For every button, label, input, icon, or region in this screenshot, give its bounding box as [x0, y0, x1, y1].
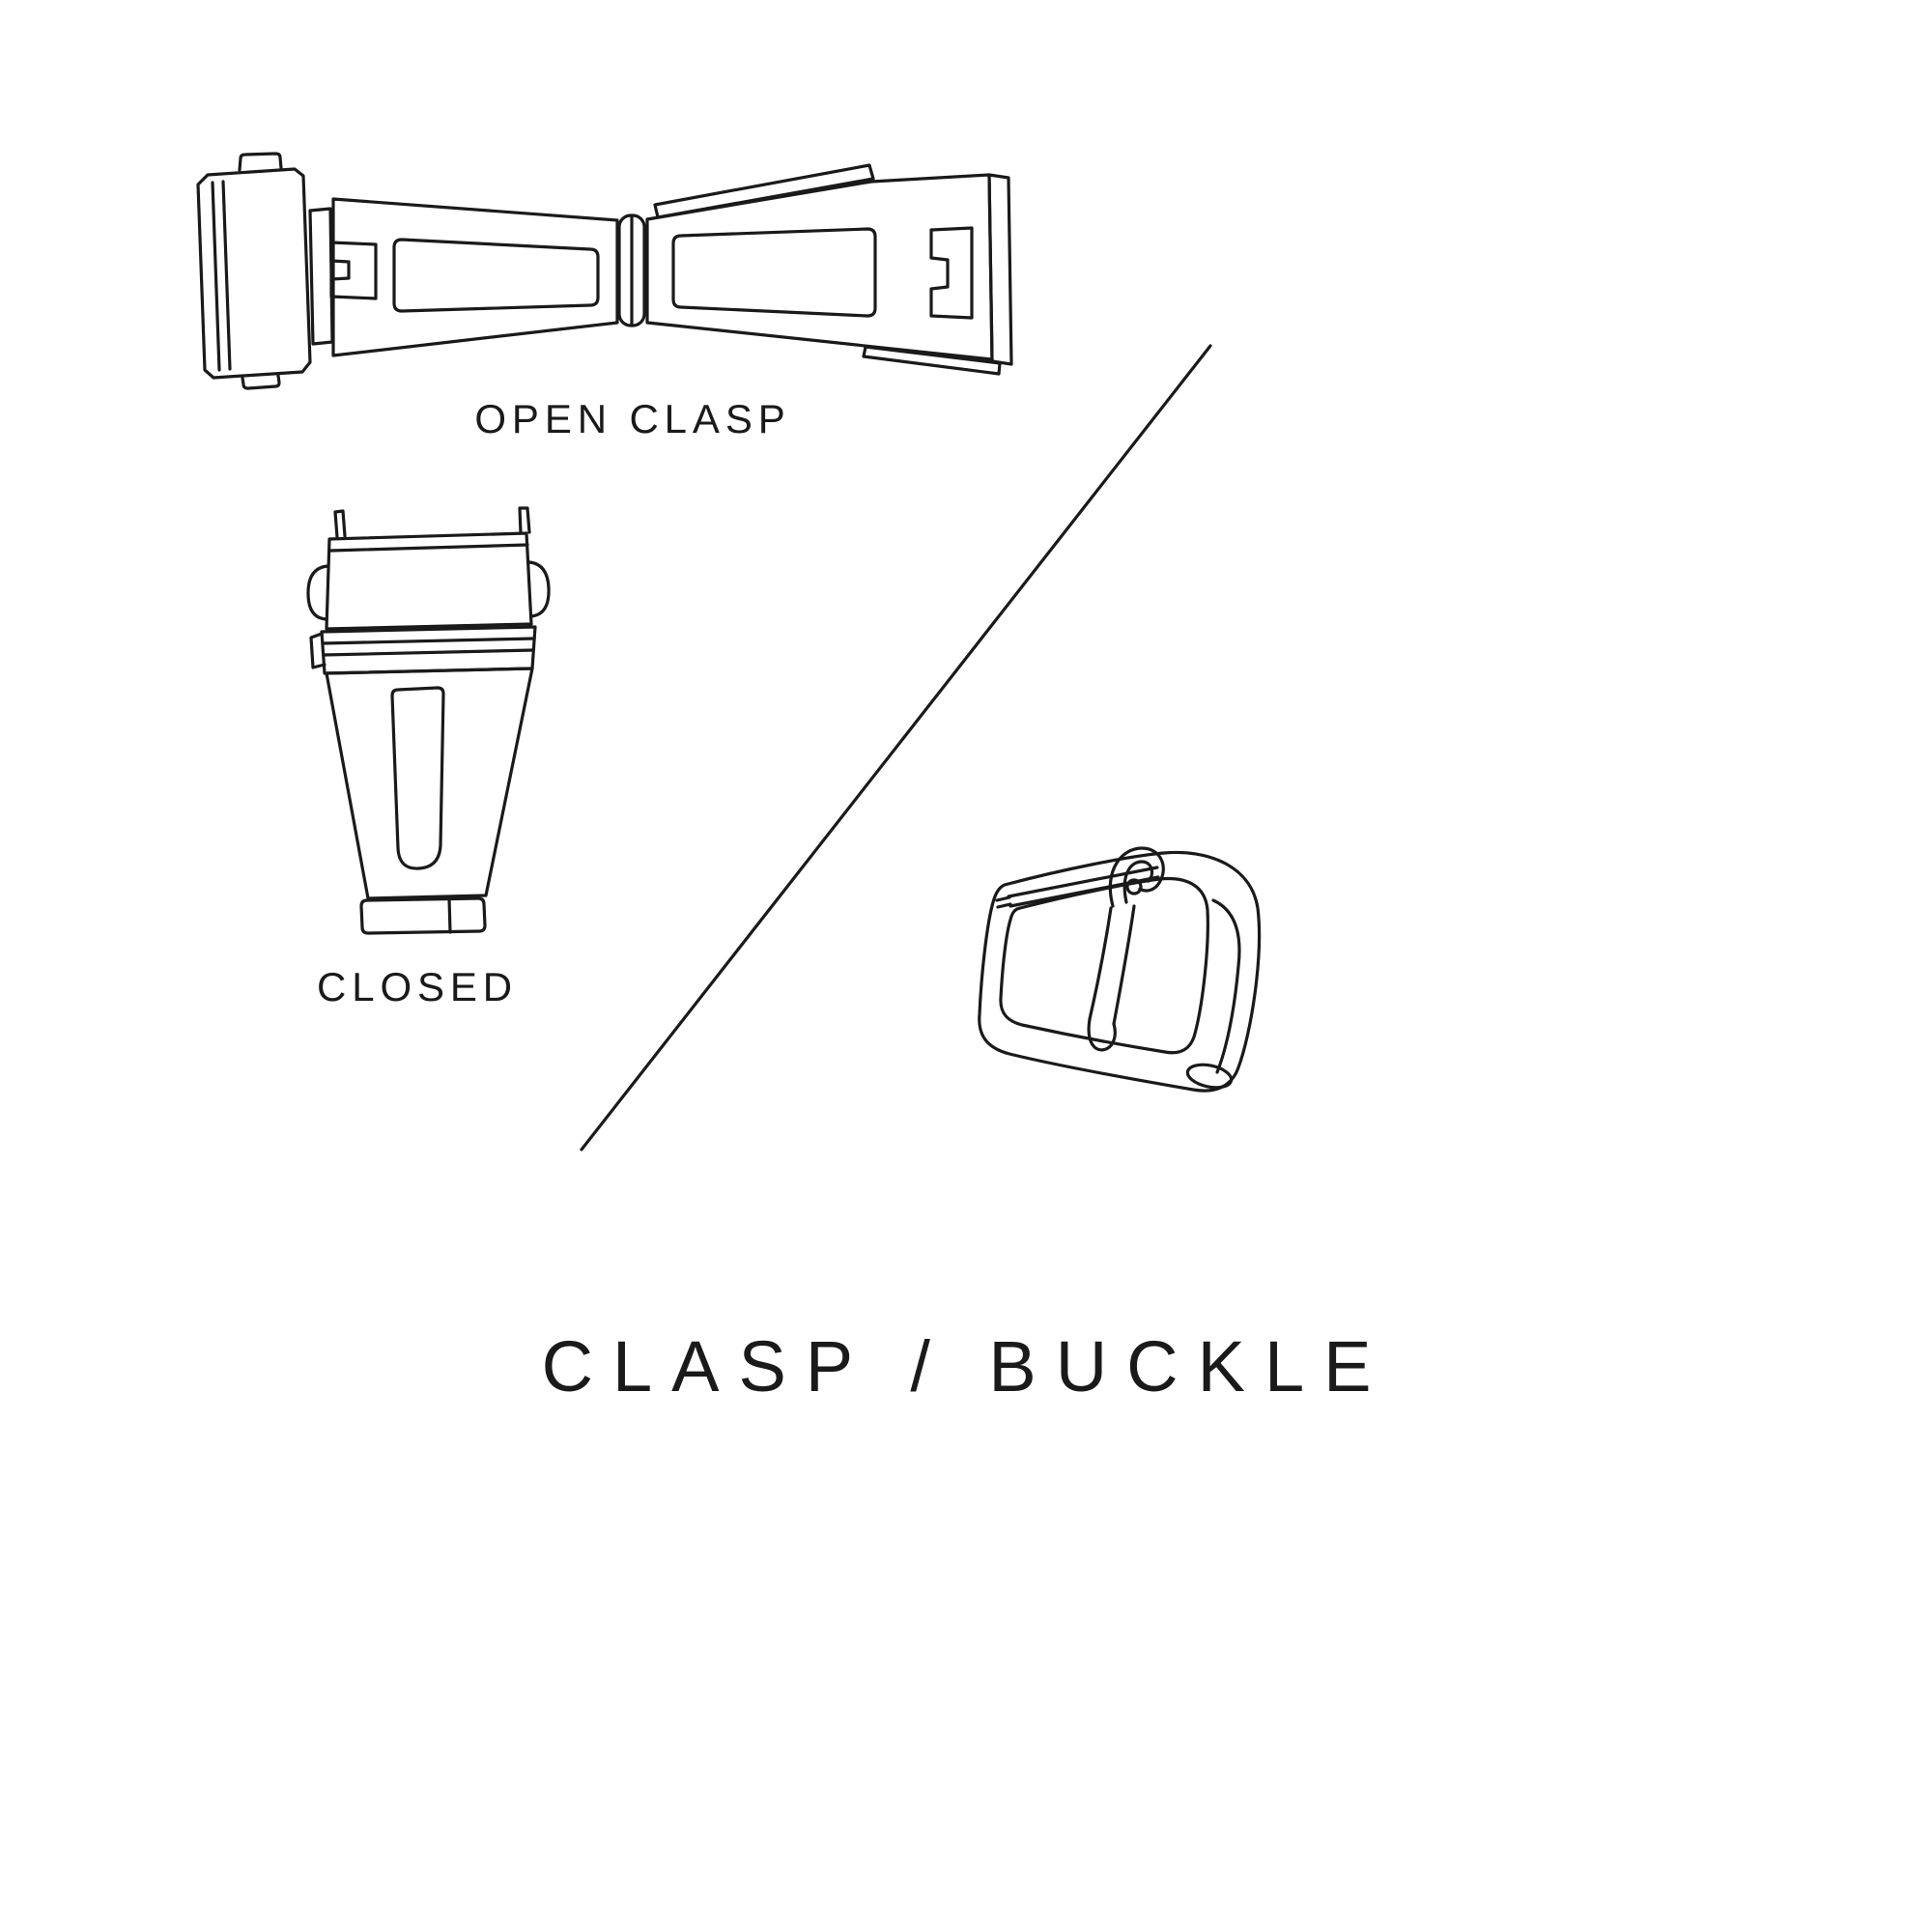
- diagonal-divider-line: [580, 344, 1212, 1151]
- buckle-frame: [978, 850, 1262, 1093]
- closed-clasp-illustration: [306, 506, 551, 935]
- closed-clasp-head: [306, 531, 551, 631]
- closed-clasp-body: [325, 667, 534, 935]
- open-clasp-label: OPEN CLASP: [474, 396, 791, 441]
- clasp-right-arm: [645, 163, 1013, 376]
- closed-clasp-prongs: [333, 506, 531, 539]
- page-title: CLASP / BUCKLE: [541, 1326, 1391, 1406]
- closed-clasp-label: CLOSED: [317, 964, 518, 1009]
- buckle-pin: [1087, 846, 1165, 1052]
- buckle-crossbar: [995, 866, 1160, 909]
- clasp-center-hinge: [617, 213, 646, 327]
- closed-clasp-band: [309, 625, 537, 675]
- clasp-left-arm: [329, 197, 619, 357]
- open-clasp-illustration: [196, 152, 1013, 390]
- clasp-left-end-link: [196, 152, 334, 390]
- pin-buckle-illustration: [978, 846, 1262, 1093]
